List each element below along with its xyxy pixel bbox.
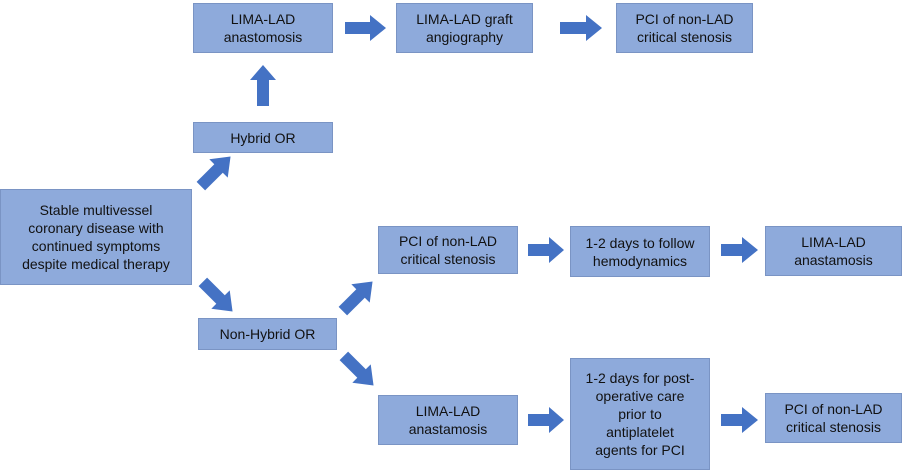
pci-non-lad-middle-box: PCI of non-LAD critical stenosis xyxy=(378,226,518,274)
stable-multivessel-box: Stable multivessel coronary disease with… xyxy=(0,189,192,285)
pci-non-lad-top-box: PCI of non-LAD critical stenosis xyxy=(616,3,753,53)
lima-lad-anastamosis-middle-box: LIMA-LAD anastamosis xyxy=(765,226,902,276)
arrow-stable-to-hybrid xyxy=(196,156,231,191)
lima-lad-graft-angiography-box: LIMA-LAD graft angiography xyxy=(396,3,533,53)
arrow-postop-to-pci xyxy=(721,407,758,433)
arrow-nonhybrid-to-pci xyxy=(338,281,373,316)
arrow-hybrid-to-lima xyxy=(250,65,276,106)
arrow-lima-to-graft xyxy=(345,15,386,41)
arrow-stable-to-nonhybrid xyxy=(198,277,233,312)
arrow-pci-to-days xyxy=(528,237,564,263)
arrow-lima-to-postop xyxy=(528,407,564,433)
follow-hemodynamics-box: 1-2 days to follow hemodynamics xyxy=(570,226,710,277)
non-hybrid-or-box: Non-Hybrid OR xyxy=(198,318,337,350)
pci-non-lad-bottom-box: PCI of non-LAD critical stenosis xyxy=(765,393,902,443)
arrow-days-to-lima xyxy=(721,237,758,263)
hybrid-or-box: Hybrid OR xyxy=(193,122,333,153)
post-operative-care-box: 1-2 days for post- operative care prior … xyxy=(570,358,710,470)
arrow-nonhybrid-to-lima xyxy=(339,351,374,386)
arrow-graft-to-pci xyxy=(560,15,602,41)
lima-lad-anastomosis-top-box: LIMA-LAD anastomosis xyxy=(193,3,333,53)
lima-lad-anastamosis-bottom-box: LIMA-LAD anastamosis xyxy=(378,395,518,445)
